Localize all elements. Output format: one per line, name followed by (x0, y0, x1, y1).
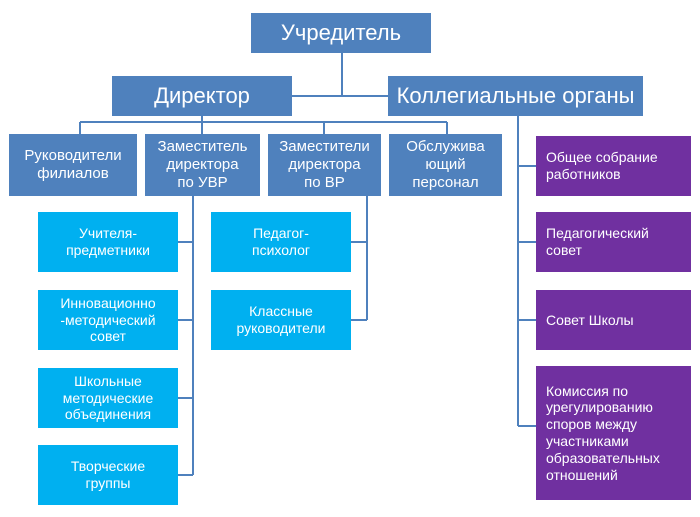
collegial-unit-label: Комиссия по урегулированию споров между … (546, 382, 660, 483)
collegial-unit-label: Совет Школы (546, 311, 634, 328)
vr-unit-box: Педагог- психолог (211, 212, 351, 272)
director-label: Директор (154, 82, 250, 108)
deputy-uvr-box: Заместитель директора по УВР (145, 134, 260, 196)
vr-unit-box: Классные руководители (211, 290, 351, 350)
uvr-unit-label: Учителя- предметники (66, 225, 150, 258)
vr-unit-label: Педагог- психолог (252, 225, 310, 258)
uvr-unit-box: Школьные методические объединения (38, 368, 178, 428)
branch-heads-label: Руководители филиалов (24, 147, 122, 182)
uvr-unit-label: Творческие группы (70, 458, 146, 491)
collegial-bodies-label: Коллегиальные органы (396, 82, 635, 108)
director-box: Директор (112, 76, 292, 116)
service-staff-box: Обслужива ющий персонал (389, 134, 502, 196)
deputy-vr-label: Заместители директора по ВР (279, 138, 370, 191)
vr-unit-label: Классные руководители (236, 303, 326, 336)
uvr-unit-box: Учителя- предметники (38, 212, 178, 272)
founder-box: Учредитель (251, 13, 431, 53)
deputy-vr-box: Заместители директора по ВР (268, 134, 381, 196)
collegial-unit-label: Педагогический совет (546, 225, 649, 258)
branch-heads-box: Руководители филиалов (9, 134, 137, 196)
founder-label: Учредитель (280, 19, 402, 45)
uvr-unit-box: Творческие группы (38, 445, 178, 505)
collegial-bodies-box: Коллегиальные органы (388, 76, 643, 116)
collegial-unit-box: Комиссия по урегулированию споров между … (536, 366, 691, 500)
collegial-unit-box: Совет Школы (536, 290, 691, 350)
uvr-unit-label: Инновационно -методический совет (60, 294, 156, 345)
collegial-unit-label: Общее собрание работников (546, 149, 658, 182)
deputy-uvr-label: Заместитель директора по УВР (157, 138, 248, 191)
uvr-unit-label: Школьные методические объединения (62, 372, 154, 423)
uvr-unit-box: Инновационно -методический совет (38, 290, 178, 350)
collegial-unit-box: Общее собрание работников (536, 136, 691, 196)
service-staff-label: Обслужива ющий персонал (406, 138, 485, 191)
collegial-unit-box: Педагогический совет (536, 212, 691, 272)
